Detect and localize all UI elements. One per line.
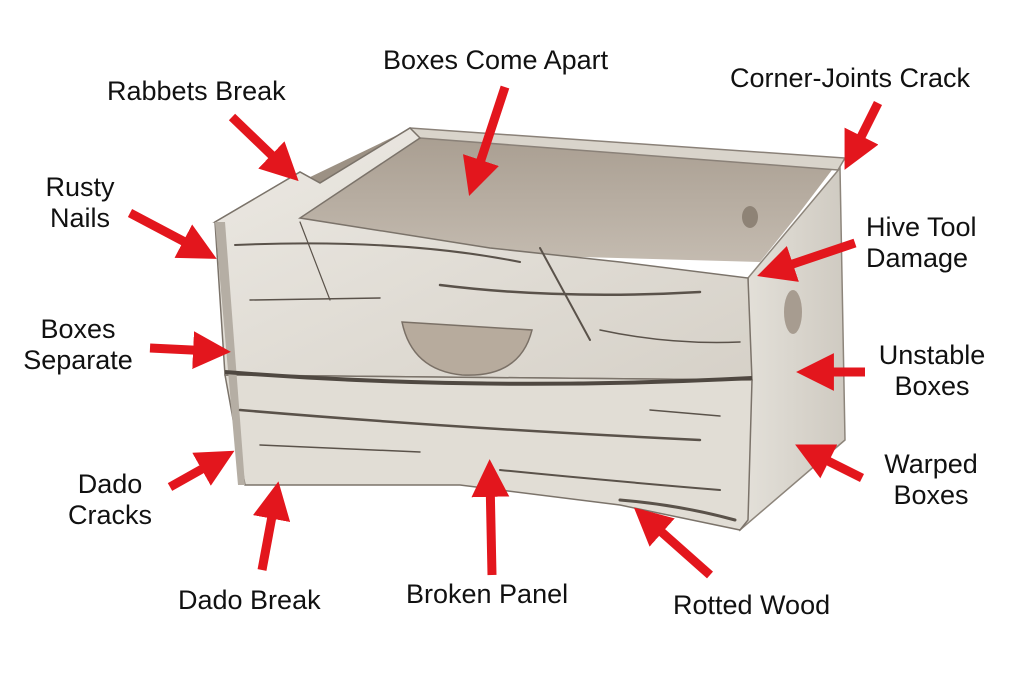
wood-cracks (234, 221, 741, 522)
side-handhold (784, 290, 802, 334)
label-rusty-nails-line-2: Nails (49, 203, 110, 233)
label-warped-boxes-line-2: Boxes (893, 480, 969, 510)
label-dado-break: Dado Break (178, 585, 321, 615)
label-dado-cracks-line-2: Cracks (67, 500, 152, 530)
arrow-dado-cracks (167, 450, 235, 491)
arrow-broken-panel (471, 459, 510, 576)
arrow-rusty-nails (127, 209, 217, 259)
arrow-warped-boxes (795, 444, 865, 483)
label-boxes-separate: Boxes Separate (14, 314, 142, 376)
arrow-boxes-come-apart (462, 85, 510, 196)
label-warped-boxes-line-1: Warped (884, 449, 978, 479)
arrow-boxes-separate (149, 331, 231, 369)
label-boxes-separate-line-1: Boxes (40, 314, 116, 344)
label-broken-panel: Broken Panel (406, 579, 569, 609)
label-unstable-boxes-line-1: Unstable (878, 340, 986, 370)
callout-arrows (127, 85, 883, 579)
label-rusty-nails-line-1: Rusty (45, 172, 115, 202)
label-dado-cracks: Dado Cracks (62, 469, 158, 531)
label-rusty-nails: Rusty Nails (38, 172, 122, 234)
label-corner-joints-crack: Corner-Joints Crack (730, 63, 971, 93)
label-hive-tool-damage-line-1: Hive Tool (866, 212, 977, 242)
label-unstable-boxes-line-2: Boxes (894, 371, 970, 401)
label-rotted-wood: Rotted Wood (673, 590, 831, 620)
box-inner-back-wall (270, 135, 838, 262)
label-hive-tool-damage: Hive Tool Damage (866, 212, 977, 274)
label-boxes-separate-line-2: Separate (23, 345, 133, 375)
box-separation-gap (224, 370, 753, 386)
front-handhold (401, 321, 533, 376)
label-hive-tool-damage-line-2: Damage (866, 243, 969, 273)
arrow-corner-joints-crack (844, 100, 883, 170)
label-dado-cracks-line-1: Dado (77, 469, 143, 499)
wood-knot (742, 206, 758, 228)
arrow-dado-break (252, 481, 291, 571)
arrow-rabbets-break (228, 113, 299, 182)
label-boxes-come-apart: Boxes Come Apart (383, 45, 609, 75)
label-rabbets-break: Rabbets Break (107, 76, 286, 106)
arrow-hive-tool-damage (757, 238, 857, 282)
label-warped-boxes: Warped Boxes (876, 449, 986, 511)
arrow-rotted-wood (633, 507, 713, 579)
label-unstable-boxes: Unstable Boxes (870, 340, 994, 402)
